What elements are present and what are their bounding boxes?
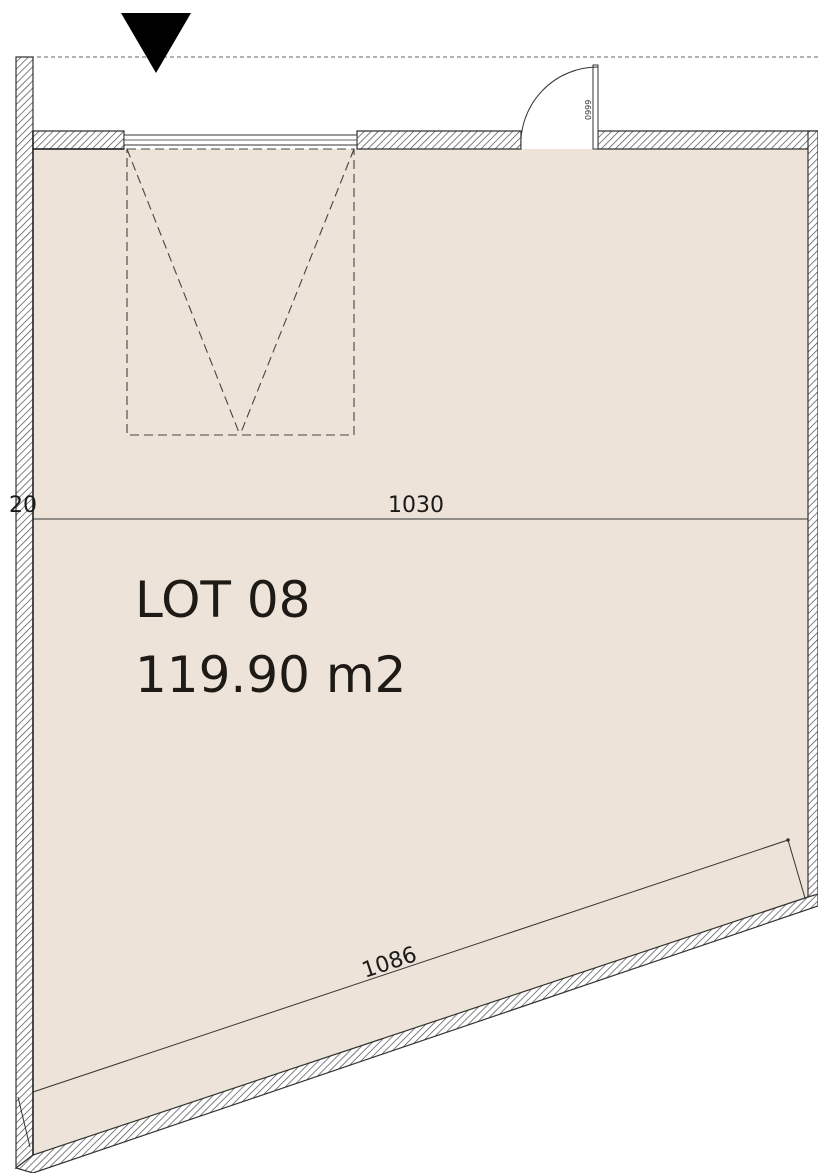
dimension-tick-right: [787, 839, 806, 899]
wall-top-middle: [356, 130, 522, 150]
door-swing-arc: [520, 66, 599, 150]
dimension-tick-left: [17, 1096, 31, 1148]
wall-right: [807, 130, 818, 900]
door-dimension-label: 0999: [584, 100, 593, 120]
dimension-end-point: [786, 838, 790, 842]
dimension-width-top: 1030: [388, 493, 444, 518]
dimension-left-fragment: 20: [9, 493, 37, 518]
down-triangle-icon: [121, 13, 191, 73]
roller-door-swing: [126, 148, 355, 436]
wall-top-right: [597, 130, 818, 150]
wall-top-left: [32, 130, 125, 150]
dimension-line-diagonal: [32, 839, 789, 1093]
lot-name: LOT 08: [135, 571, 311, 629]
lot-area: 119.90 m2: [135, 646, 406, 704]
door-opening: [521, 131, 598, 149]
wall-left: [15, 56, 34, 1170]
door-leaf: [592, 64, 599, 150]
